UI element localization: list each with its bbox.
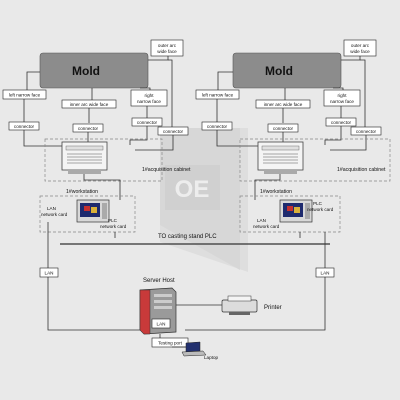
server-lan-label: LAN bbox=[157, 322, 166, 327]
server-host-label: Server Host bbox=[143, 278, 175, 284]
laptop-icon bbox=[181, 341, 207, 357]
left-lan-line bbox=[47, 222, 148, 331]
left-mold-label: Mold bbox=[72, 64, 100, 78]
right-plc-card-line1: PLC bbox=[313, 201, 323, 206]
left-outer-arc-label-box bbox=[150, 39, 184, 57]
watermark-logo: OE bbox=[160, 128, 248, 272]
left-mold-group: Mold outer arc wide face left narrow fac… bbox=[2, 39, 189, 151]
left-connector-2-text: connector bbox=[78, 126, 99, 131]
printer-icon bbox=[221, 295, 258, 315]
left-lan-card-line2: network card bbox=[41, 212, 68, 217]
left-workstation bbox=[39, 195, 136, 233]
left-outer-arc-line2: wide face bbox=[157, 49, 177, 54]
right-connector-3-text: connector bbox=[331, 120, 352, 125]
right-workstation bbox=[239, 195, 341, 233]
left-cabinet-dashed-frame bbox=[44, 138, 163, 182]
left-lan-label: LAN bbox=[45, 271, 54, 276]
left-outer-arc-line1: outer arc bbox=[158, 43, 177, 48]
right-outer-arc-line2: wide face bbox=[350, 49, 370, 54]
left-right-narrow-line1: right bbox=[145, 93, 155, 98]
left-cabinet-label: 1#acquisition cabinet bbox=[142, 167, 191, 173]
left-lan-label-box bbox=[39, 267, 59, 278]
left-connector-3-text: connector bbox=[137, 120, 158, 125]
right-acquisition-cabinet bbox=[239, 138, 391, 182]
right-mold-label: Mold bbox=[265, 64, 293, 78]
right-right-narrow-line1: right bbox=[338, 93, 348, 98]
right-lan-label-box bbox=[315, 267, 335, 278]
left-narrow-face-label bbox=[2, 89, 47, 100]
printer-label: Printer bbox=[264, 305, 282, 311]
right-plc-card-line2: network card bbox=[307, 207, 334, 212]
casting-stand-label: TO casting stand PLC bbox=[158, 234, 217, 240]
testing-port-box bbox=[151, 337, 189, 348]
right-connector-4-text: connector bbox=[356, 129, 377, 134]
right-cabinet-label: 1#acquisition cabinet bbox=[337, 167, 386, 173]
laptop-label: Laptop bbox=[204, 355, 218, 360]
right-outer-arc-line1: outer arc bbox=[351, 43, 370, 48]
right-inner-arc-text: inner arc wide face bbox=[264, 102, 303, 107]
left-acquisition-cabinet bbox=[44, 138, 163, 182]
right-left-narrow-face-label bbox=[195, 89, 240, 100]
left-inner-arc-text: inner arc wide face bbox=[70, 102, 109, 107]
watermark-text: OE bbox=[175, 176, 210, 203]
left-right-narrow-label bbox=[130, 89, 168, 107]
right-lan-card-line2: network card bbox=[253, 224, 280, 229]
right-lan-label: LAN bbox=[321, 271, 330, 276]
right-lan-card-line1: LAN bbox=[257, 218, 266, 223]
left-workstation-label: 1#workstation bbox=[66, 189, 98, 195]
left-narrow-face-text: left narrow face bbox=[9, 93, 41, 98]
server-lan-label-box bbox=[151, 318, 171, 329]
left-workstation-dashed-frame bbox=[39, 195, 136, 233]
right-connector-1-text: connector bbox=[207, 124, 228, 129]
left-plc-card-line1: PLC bbox=[108, 218, 118, 223]
right-right-narrow-label bbox=[323, 89, 361, 107]
left-right-narrow-line2: narrow face bbox=[137, 99, 161, 104]
right-lan-line bbox=[185, 232, 326, 331]
right-connector-2-text: connector bbox=[273, 126, 294, 131]
left-mold-block bbox=[39, 52, 149, 89]
left-connector-1-text: connector bbox=[14, 124, 35, 129]
right-workstation-dashed-frame bbox=[239, 195, 341, 233]
testing-port-label: Testing port bbox=[158, 341, 182, 346]
right-mold-block bbox=[232, 52, 342, 89]
right-cabinet-dashed-frame bbox=[239, 138, 391, 182]
right-mold-group: Mold outer arc wide face left narrow fac… bbox=[195, 39, 382, 151]
right-right-narrow-line2: narrow face bbox=[330, 99, 354, 104]
left-lan-card-line1: LAN bbox=[47, 206, 56, 211]
left-connector-4-text: connector bbox=[163, 129, 184, 134]
right-workstation-label: 1#workstation bbox=[260, 189, 292, 195]
left-plc-card-line2: network card bbox=[100, 224, 127, 229]
right-left-narrow-face-text: left narrow face bbox=[202, 93, 234, 98]
